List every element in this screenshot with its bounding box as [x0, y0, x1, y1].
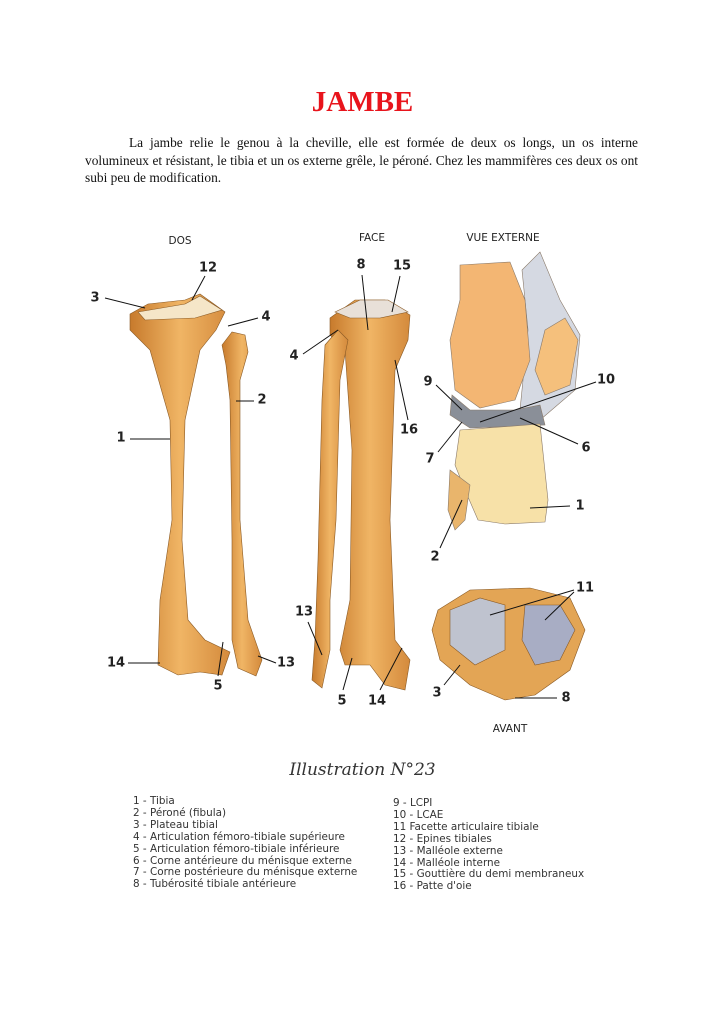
leader-lines: [104, 274, 597, 699]
intro-paragraph: La jambe relie le genou à la cheville, e…: [85, 135, 638, 185]
legend-item: 8 - Tubérosité tibiale antérieure: [133, 878, 297, 891]
label-number: 2: [257, 392, 267, 408]
header-face: FACE: [358, 232, 386, 244]
label-number: 12: [198, 260, 218, 276]
label-number: 8: [356, 257, 366, 273]
label-number: 8: [561, 690, 571, 706]
illustration-caption: Illustration N°23: [289, 760, 436, 780]
legend-item: 15 - Gouttière du demi membraneux: [393, 868, 585, 881]
label-number: 16: [399, 422, 419, 438]
label-number: 4: [261, 309, 271, 325]
page-title: JAMBE: [311, 86, 414, 118]
label-number: 11: [575, 580, 595, 596]
legend-left: 1 - Tibia 2 - Péroné (fibula) 3 - Platea…: [133, 795, 358, 891]
header-avant: AVANT: [492, 723, 528, 735]
label-number: 3: [432, 685, 442, 701]
label-number: 6: [581, 440, 591, 456]
legend-right: 9 - LCPI 10 - LCAE 11 Facette articulair…: [393, 797, 585, 893]
label-number: 9: [423, 374, 433, 390]
dos-view: [129, 293, 263, 677]
legend-item: 10 - LCAE: [393, 808, 444, 821]
label-number: 14: [106, 655, 126, 671]
label-number: 15: [392, 258, 412, 274]
legend-item: 1 - Tibia: [133, 795, 175, 807]
legend-item: 11 Facette articulaire tibiale: [393, 820, 539, 833]
label-number: 5: [213, 678, 223, 694]
legend-item: 13 - Malléole externe: [393, 844, 503, 857]
legend-item: 12 - Epines tibiales: [393, 832, 492, 845]
legend-item: 7 - Corne postérieure du ménisque extern…: [133, 866, 358, 879]
label-number: 5: [337, 693, 347, 709]
label-number: 14: [367, 693, 387, 709]
legend-item: 3 - Plateau tibial: [133, 818, 218, 831]
vue-externe-view: [447, 251, 581, 531]
avant-view: [431, 587, 586, 701]
legend-item: 5 - Articulation fémoro-tibiale inférieu…: [133, 842, 340, 855]
label-number: 1: [575, 498, 585, 514]
legend-item: 14 - Malléole interne: [393, 856, 501, 869]
label-number: 4: [289, 348, 299, 364]
label-number: 13: [294, 604, 314, 620]
face-view: [311, 299, 411, 691]
label-number: 13: [276, 655, 296, 671]
label-number: 2: [430, 549, 440, 565]
label-number: 3: [90, 290, 100, 306]
label-number: 7: [425, 451, 435, 467]
legend-item: 6 - Corne antérieure du ménisque externe: [133, 854, 352, 867]
legend-item: 2 - Péroné (fibula): [133, 806, 227, 819]
header-dos: DOS: [168, 235, 192, 247]
legend-item: 9 - LCPI: [393, 797, 433, 809]
header-vue-externe: VUE EXTERNE: [466, 232, 540, 244]
label-number: 10: [596, 372, 616, 388]
legend-item: 4 - Articulation fémoro-tibiale supérieu…: [133, 830, 345, 843]
legend-item: 16 - Patte d'oie: [393, 880, 472, 893]
label-number: 1: [116, 430, 126, 446]
